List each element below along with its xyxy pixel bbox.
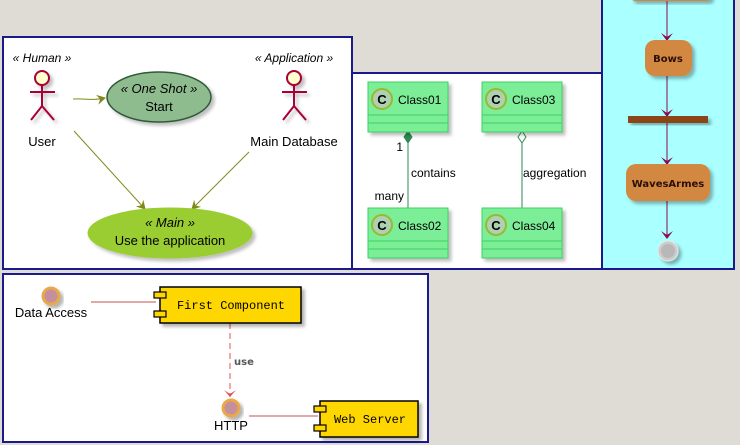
aggregation-label: aggregation — [523, 166, 586, 180]
activity-diagram-canvas: Bows WavesArmes — [626, 0, 711, 262]
class-diagram-canvas: 1 contains many aggregation C Class01 C … — [367, 81, 586, 259]
composition-from-multiplicity: 1 — [396, 140, 403, 154]
activity-diagram-panel: Bows WavesArmes — [601, 0, 735, 270]
class-box-class04[interactable]: C Class04 — [481, 207, 563, 259]
component-diagram-panel: use Data Access HTTP First Component Web… — [2, 273, 429, 443]
usecase-diagram-canvas: « Human » User « Application » Main Data… — [13, 51, 338, 259]
usecase-start[interactable]: « One Shot » Start — [106, 71, 212, 123]
component-label: First Component — [177, 299, 285, 313]
database-to-main-arrow — [191, 151, 250, 210]
composition-label: contains — [411, 166, 456, 180]
composition-diamond-icon — [403, 130, 413, 144]
usecase-main[interactable]: « Main » Use the application — [87, 207, 253, 259]
actor-database-label: Main Database — [250, 134, 337, 149]
actor-user-stereotype: « Human » — [13, 51, 72, 65]
actor-database-stereotype: « Application » — [255, 51, 334, 65]
fork-bar — [628, 116, 708, 123]
usecase-main-stereotype: « Main » — [145, 215, 195, 230]
component-diagram-canvas: use Data Access HTTP First Component Web… — [15, 286, 419, 438]
interface-label: Data Access — [15, 305, 88, 320]
class-name: Class01 — [398, 93, 442, 107]
actor-user-icon[interactable] — [30, 70, 55, 121]
user-to-main-arrow — [73, 130, 146, 210]
interface-label: HTTP — [214, 418, 248, 433]
class-name: Class02 — [398, 219, 442, 233]
component-label: Web Server — [334, 413, 406, 427]
activity-node-previous[interactable] — [631, 0, 711, 1]
class-name: Class04 — [512, 219, 556, 233]
component-first-component[interactable]: First Component — [153, 286, 302, 324]
activity-node-label: WavesArmes — [632, 179, 705, 190]
usecase-diagram-panel: « Human » User « Application » Main Data… — [2, 36, 353, 270]
usecase-start-stereotype: « One Shot » — [121, 81, 198, 96]
actor-user-label: User — [28, 134, 56, 149]
activity-end-node-icon — [657, 240, 679, 262]
class-box-class02[interactable]: C Class02 — [367, 207, 449, 259]
class-badge-icon: C — [377, 218, 387, 233]
class-badge-icon: C — [491, 92, 501, 107]
class-badge-icon: C — [491, 218, 501, 233]
usecase-main-label: Use the application — [115, 233, 226, 248]
user-to-start-arrow — [72, 94, 106, 105]
class-name: Class03 — [512, 93, 556, 107]
class-box-class03[interactable]: C Class03 — [481, 81, 563, 133]
composition-to-multiplicity: many — [375, 189, 404, 203]
use-dependency-label: use — [234, 357, 254, 368]
class-box-class01[interactable]: C Class01 — [367, 81, 449, 133]
activity-node-wavesarmes[interactable]: WavesArmes — [626, 164, 710, 201]
activity-node-label: Bows — [653, 54, 683, 65]
interface-data-access[interactable]: Data Access — [15, 286, 88, 320]
actor-database-icon[interactable] — [282, 70, 307, 121]
interface-http[interactable]: HTTP — [214, 398, 248, 433]
component-web-server[interactable]: Web Server — [313, 400, 419, 438]
class-diagram-panel: 1 contains many aggregation C Class01 C … — [351, 72, 603, 270]
activity-node-bows[interactable]: Bows — [645, 40, 692, 76]
usecase-start-label: Start — [145, 99, 173, 114]
class-badge-icon: C — [377, 92, 387, 107]
aggregation-diamond-icon — [517, 130, 527, 144]
